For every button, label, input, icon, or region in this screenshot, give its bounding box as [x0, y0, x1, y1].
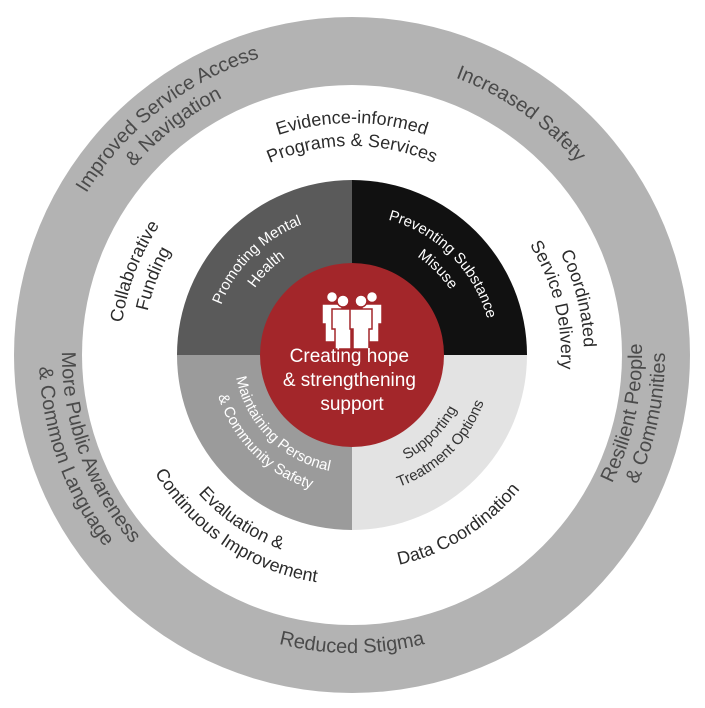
- center-line-3: support: [320, 394, 384, 415]
- people-group-icon: [321, 290, 383, 350]
- center-line-1: Creating hope: [290, 346, 409, 367]
- center-text: Creating hope & strengthening support: [283, 346, 421, 415]
- center-line-2: & strengthening: [283, 370, 416, 391]
- center-circle: [260, 263, 444, 447]
